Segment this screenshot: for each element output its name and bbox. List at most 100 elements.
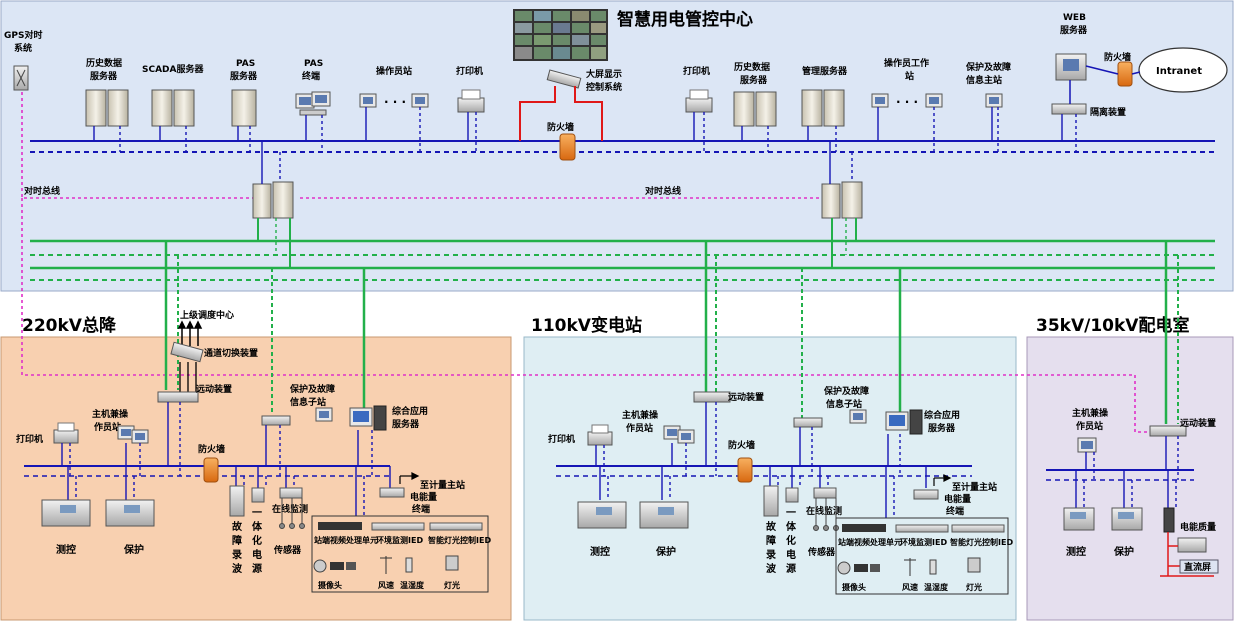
printer2-label: 打印机 [683,65,710,77]
s110-app-server-label-1: 综合应用 [924,409,960,421]
s220-energy-label-1: 电能量 [410,491,437,503]
s35-dc-label: 直流屏 [1184,561,1211,573]
bigscreen-red-link [519,86,556,141]
svg-text:一: 一 [786,508,796,519]
svg-text:体: 体 [786,520,797,533]
control-center-panel [0,0,1234,292]
s110-remote-device-icon [693,391,731,403]
s110-power-icon [785,487,799,503]
pas-terminal-label-2: 终端 [301,70,320,82]
hist1-label-1: 历史数据 [86,57,122,69]
bigscreen-label-2: 控制系统 [586,81,622,93]
s220-printer-label: 打印机 [16,433,43,445]
gps-antenna-icon [13,65,29,91]
svg-text:电: 电 [786,548,796,561]
s220-app-server-label-2: 服务器 [392,418,420,430]
time-bus-label-left: 对时总线 [24,185,60,197]
svg-text:波: 波 [232,562,243,575]
s110-firewall-label: 防火墙 [728,439,755,451]
s35-measure-device-icon [1063,507,1095,531]
fault-master-icon [985,93,1003,108]
printer2-icon [685,89,713,113]
s220-online-label: 在线监测 [272,503,308,515]
s110-wind-label: 风速 [902,582,918,592]
s110-light-ied-icon [951,524,1005,533]
svg-text:故: 故 [232,520,243,533]
s110-video-label: 站端视频处理单元 [838,537,902,547]
scada-label: SCADA服务器 [142,63,204,75]
web-server-label-1: WEB [1063,13,1086,23]
s110-bus [556,465,972,477]
s110-fault-recorder-label: 故 障 录 波 [766,520,777,575]
s110-sensor-label: 传感器 [807,546,836,558]
op-ws-label-2: 站 [905,70,914,82]
mgmt-server-icon [801,89,845,127]
s110-to-meter-label: 至计量主站 [952,481,997,493]
s110-fault-recorder-icon [763,485,779,517]
s220-switch-label: 通道切换装置 [204,347,258,359]
pas-terminal-icon [295,91,331,116]
op-station-icon: · · · [359,93,429,109]
s220-online-monitor-icon [279,487,303,499]
time-bus-label-right: 对时总线 [645,185,681,197]
printer1-label: 打印机 [456,65,483,77]
center-drop-lines [93,107,1077,152]
svg-text:障: 障 [766,534,776,547]
isolation-device-icon [1051,103,1087,115]
s220-meter-arrow [399,472,420,484]
front-end-links [257,141,857,268]
front-end-server-right-icon [821,181,863,219]
bigscreen-label-1: 大屏显示 [586,68,622,80]
s220-printer-icon [53,422,79,444]
s220-fault-sub-label-2: 信息子站 [290,396,326,408]
s220-power-label: 一 体 化 电 源 [252,508,263,575]
s110-energy-label-2: 终端 [945,505,964,517]
s220-measure-device-icon [41,499,91,527]
s110-env-ied-icon [895,524,949,533]
s220-power-icon [251,487,265,503]
hist1-label-2: 服务器 [90,70,118,82]
svg-text:一: 一 [252,508,262,519]
s220-sensor-icons [279,498,305,529]
svg-text:源: 源 [786,562,796,575]
s220-wind-icon [380,556,392,574]
s110-online-label: 在线监测 [806,505,842,517]
s110-printer-icon [587,424,613,446]
s35-links [1075,436,1179,508]
s110-lamp-icon [967,557,981,573]
s110-printer-label: 打印机 [548,433,575,445]
s220-firewall-label: 防火墙 [198,443,225,455]
fault-master-label-2: 信息主站 [966,74,1002,86]
s35-host-label-2: 作员站 [1076,420,1103,432]
web-link [1085,65,1119,75]
s220-video-label: 站端视频处理单元 [314,535,378,545]
s110-env-label: 环境监测IED [900,537,947,547]
svg-text:电: 电 [252,548,262,561]
s110-energy-label-1: 电能量 [944,493,971,505]
s220-fault-sub-label-1: 保护及故障 [289,383,335,395]
s35-host-icon [1077,437,1097,453]
s110-remote-label: 远动装置 [728,391,764,403]
svg-text:化: 化 [786,534,796,547]
s220-lamp-label: 灯光 [444,580,460,590]
s35-pq-device-icon [1177,537,1207,553]
s220-camera-icon [313,559,356,573]
region-title-220kv: 220kV总降 [22,315,117,336]
s35-protect-device-icon [1111,507,1143,531]
s220-light-ied-icon [429,522,483,531]
gps-label-1: GPS对时 [4,29,42,41]
s220-host-label-1: 主机兼操 [92,408,129,420]
s220-humidity-icon [405,557,413,573]
bigscreen-controller-icon [546,69,582,89]
s110-host-label-1: 主机兼操 [622,409,659,421]
op-ws-label-1: 操作员工作 [884,57,929,69]
s35-remote-device-icon [1149,425,1187,437]
time-sync-bus [21,92,1150,433]
s220-fault-recorder-icon [229,485,245,517]
svg-text:波: 波 [766,562,777,575]
trunk-links [164,241,1179,424]
web-firewall-label: 防火墙 [1104,51,1131,63]
s220-host-label-2: 作员站 [94,421,121,433]
web-server-icon [1055,53,1087,81]
pas-server-icon [231,89,257,127]
